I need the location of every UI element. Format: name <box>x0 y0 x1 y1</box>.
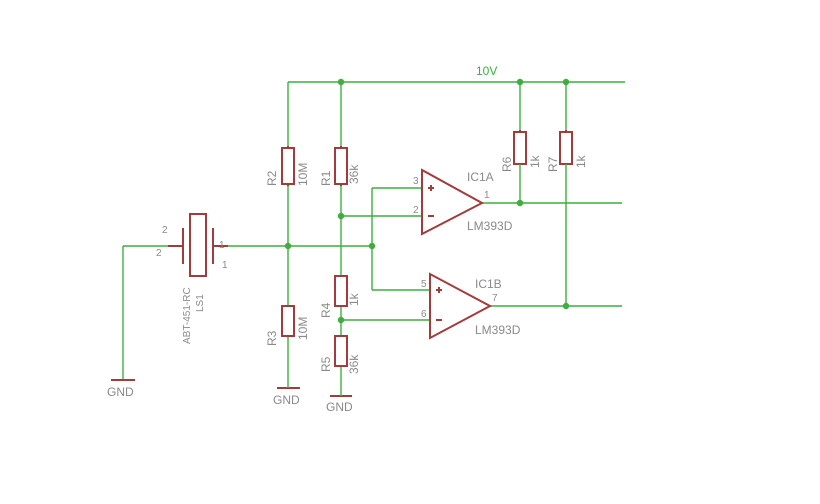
junction-dot <box>562 302 570 310</box>
comparator-ic1a <box>421 168 485 236</box>
ic1b-value: LM393D <box>475 323 521 337</box>
speaker-value: ABT-451-RC <box>182 287 193 344</box>
r7-value: 1k <box>574 154 588 168</box>
junction-dot <box>284 242 292 250</box>
supply-label: 10V <box>476 64 497 78</box>
input-node-wiring <box>228 186 430 396</box>
junction-dot <box>337 78 345 86</box>
speaker-name: LS1 <box>195 294 206 312</box>
supply-rail <box>287 81 625 146</box>
r6-name: R6 <box>500 156 514 172</box>
output-wiring <box>482 164 622 307</box>
junction-dot <box>368 242 376 250</box>
junctions <box>284 78 570 324</box>
ic1b-name: IC1B <box>475 277 502 291</box>
junction-dot <box>562 78 570 86</box>
ic1a-pin-minus: 2 <box>413 205 419 216</box>
gnd-label-right: GND <box>326 400 353 414</box>
speaker-pin1-top: 1 <box>219 240 225 251</box>
gnd-label-middle: GND <box>273 393 300 407</box>
resistor-r7 <box>559 130 573 165</box>
junction-dot <box>516 78 524 86</box>
comparator-ic1b <box>429 272 493 340</box>
ic1a-name: IC1A <box>467 170 494 184</box>
ic1b-pin-out: 7 <box>492 293 498 304</box>
ic1b-pin-plus: 5 <box>421 279 427 290</box>
ic1a-value: LM393D <box>467 219 513 233</box>
junction-dot <box>516 199 524 207</box>
r1-name: R1 <box>319 170 333 186</box>
speaker-pin2-top: 2 <box>162 225 168 236</box>
resistor-r1 <box>334 146 348 186</box>
resistor-r2 <box>281 146 295 186</box>
junction-dot <box>337 212 345 220</box>
r4-value: 1k <box>347 292 361 306</box>
r5-value: 36k <box>347 354 361 374</box>
ic1a-pin-plus: 3 <box>413 176 419 187</box>
r5-name: R5 <box>319 356 333 372</box>
r3-name: R3 <box>265 330 279 346</box>
ic1b-pin-minus: 6 <box>421 309 427 320</box>
r3-value: 10M <box>296 317 310 340</box>
speaker-pin1-bottom: 1 <box>222 260 228 271</box>
resistor-r6 <box>513 130 527 165</box>
r2-value: 10M <box>296 163 310 186</box>
r1-value: 36k <box>347 164 361 184</box>
gnd-label-left: GND <box>107 385 134 399</box>
speaker-ls1 <box>122 213 228 380</box>
r2-name: R2 <box>265 170 279 186</box>
resistor-r4 <box>334 275 348 307</box>
junction-dot <box>337 316 345 324</box>
r4-name: R4 <box>319 302 333 318</box>
ic1a-pin-out: 1 <box>484 190 490 201</box>
resistor-r3 <box>281 305 295 337</box>
r6-value: 1k <box>528 154 542 168</box>
speaker-pin2-bottom: 2 <box>156 248 162 259</box>
resistor-r5 <box>334 335 348 367</box>
r7-name: R7 <box>546 156 560 172</box>
